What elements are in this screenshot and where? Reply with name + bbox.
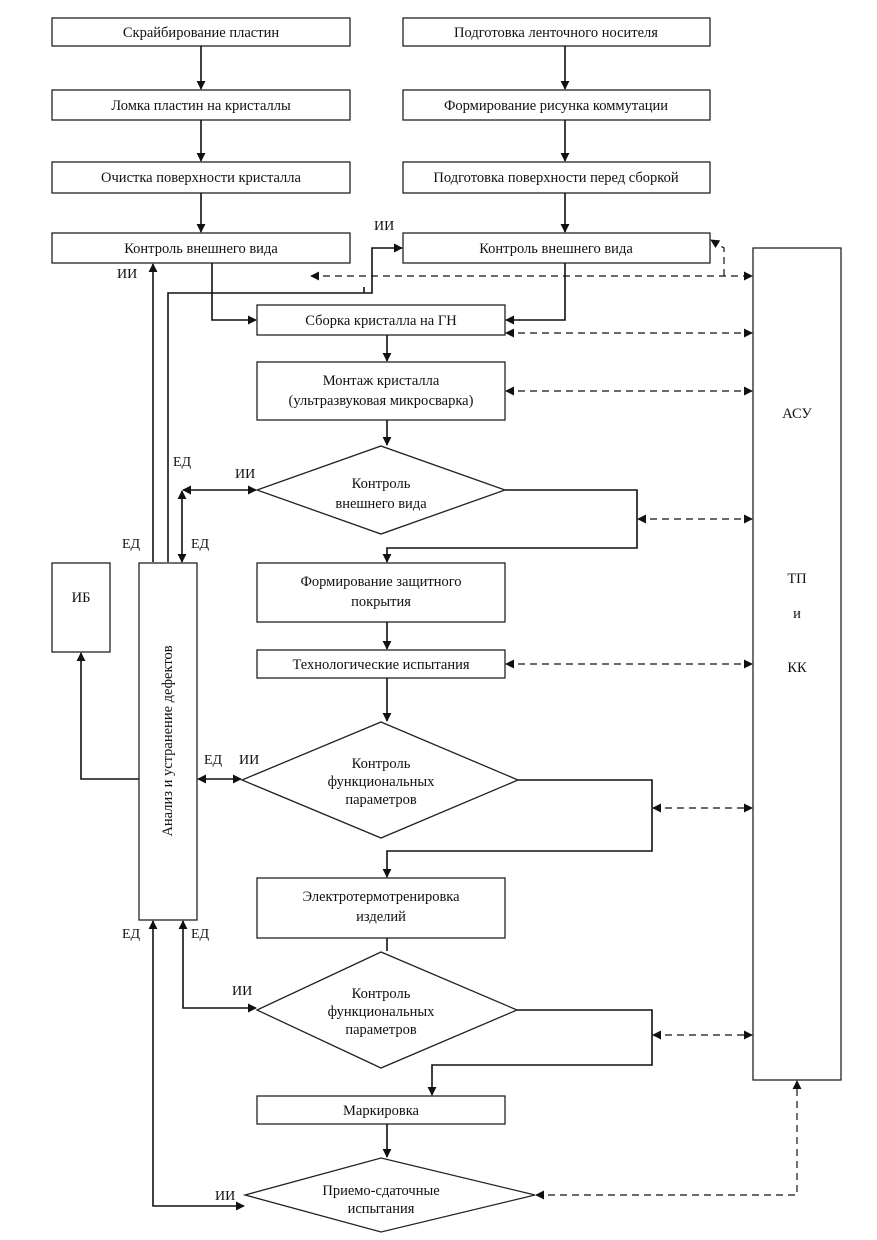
surface-prep-label: Подготовка поверхности перед сборкой [433, 170, 678, 186]
visual-check-label-1: Контроль [352, 476, 411, 492]
right-inspection-box [402, 232, 711, 264]
scribing-box [51, 17, 351, 47]
marking-label: Маркировка [343, 1103, 420, 1119]
tech-tests-box [256, 649, 506, 679]
coating-box [256, 562, 506, 623]
surface-prep-box [402, 161, 711, 194]
cleaning-label: Очистка поверхности кристалла [101, 170, 301, 186]
marking-box [256, 1095, 506, 1125]
func-check-1-diamond [240, 721, 520, 839]
burn-in-label-1: Электротермотренировка [302, 889, 460, 905]
func-check-2-label-2: функциональных [328, 1004, 436, 1020]
arrow-left-inspection-to-assembly [211, 263, 257, 325]
ed-label-funccheck1: ЕД [204, 753, 223, 768]
ed-label-right-1: ЕД [191, 537, 210, 552]
assembly-label: Сборка кристалла на ГН [305, 313, 457, 329]
pattern-box [402, 89, 711, 121]
acceptance-diamond [242, 1157, 536, 1233]
link-acceptance-asu [535, 1080, 802, 1200]
tape-prep-box [402, 17, 711, 47]
ii-label-funccheck2: ИИ [232, 984, 252, 999]
tp-label: ТП [787, 571, 807, 587]
left-inspection-label: Контроль внешнего вида [124, 241, 278, 257]
scribing-label: Скрайбирование пластин [123, 25, 279, 41]
ib-label: ИБ [72, 590, 91, 606]
arrow-to-right-inspection [167, 243, 403, 562]
right-inspection-label: Контроль внешнего вида [479, 241, 633, 257]
and-label: и [793, 606, 801, 622]
kk-label: КК [787, 660, 807, 676]
breaking-label: Ломка пластин на кристаллы [111, 98, 291, 114]
pattern-label: Формирование рисунка коммутации [444, 98, 668, 114]
mounting-box [256, 361, 506, 421]
arrow-analysis-acceptance [148, 920, 245, 1211]
acceptance-label-1: Приемо-сдаточные [322, 1183, 439, 1199]
burn-in-label-2: изделий [356, 909, 406, 925]
func-check-2-diamond [255, 951, 519, 1069]
ii-label-right-inspection: ИИ [374, 219, 394, 234]
link-right-inspection-asu [710, 239, 725, 276]
acceptance-label-2: испытания [348, 1201, 415, 1217]
func-check-1-label-3: параметров [345, 792, 417, 808]
ed-label-upper: ЕД [173, 455, 192, 470]
func-check-2-label-3: параметров [345, 1022, 417, 1038]
burn-in-box [256, 877, 506, 939]
ed-label-right-2: ЕД [191, 927, 210, 942]
assembly-box [256, 304, 506, 336]
arrow-visualcheck-to-coating [382, 489, 638, 563]
ii-label-visual-check: ИИ [235, 467, 255, 482]
ed-label-left-2: ЕД [122, 927, 141, 942]
arrow-funccheck2-to-marking [427, 1009, 653, 1096]
defect-analysis-label: Анализ и устранение дефектов [160, 645, 176, 836]
ed-label-left-1: ЕД [122, 537, 141, 552]
func-check-1-label-2: функциональных [328, 774, 436, 790]
ii-label-acceptance: ИИ [215, 1189, 235, 1204]
ii-label-left-inspection: ИИ [117, 267, 137, 282]
mounting-label-1: Монтаж кристалла [323, 373, 440, 389]
coating-label-2: покрытия [351, 594, 411, 610]
left-inspection-box [51, 232, 351, 264]
visual-check-diamond [255, 445, 507, 535]
tech-tests-label: Технологические испытания [292, 657, 469, 673]
coating-label-1: Формирование защитного [300, 574, 461, 590]
arrow-funccheck1-to-burnin [382, 779, 653, 878]
asu-box [752, 247, 842, 1081]
arrow-analysis-to-ib [76, 652, 139, 780]
asu-label: АСУ [782, 406, 812, 422]
func-check-2-label-1: Контроль [352, 986, 411, 1002]
func-check-1-label-1: Контроль [352, 756, 411, 772]
ii-label-funccheck1: ИИ [239, 753, 259, 768]
mounting-label-2: (ультразвуковая микросварка) [289, 393, 474, 409]
defect-analysis-box [138, 562, 198, 921]
visual-check-label-2: внешнего вида [335, 496, 427, 512]
ib-box [51, 562, 111, 653]
tape-prep-label: Подготовка ленточного носителя [454, 25, 658, 41]
arrow-right-inspection-to-assembly [505, 263, 566, 325]
